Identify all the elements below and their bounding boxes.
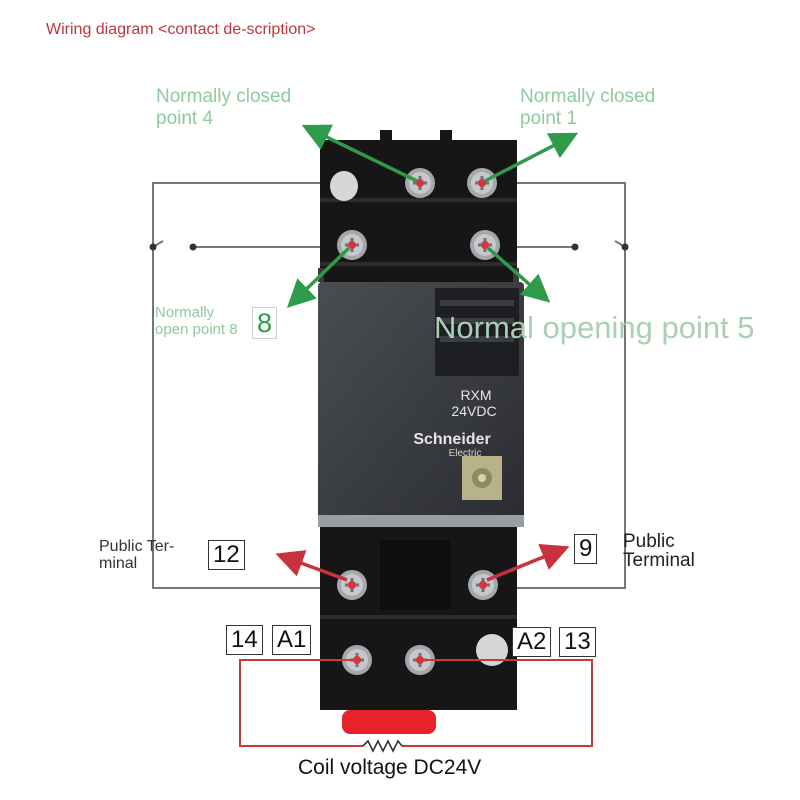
label-nc1: Normally closed point 1: [520, 86, 656, 129]
red-arrows: [275, 543, 570, 582]
label-no8: Normally open point 8: [155, 304, 238, 338]
label-public-left: Public Ter-minal: [99, 538, 175, 572]
socket-hole: [476, 634, 508, 666]
green-arrows: [286, 124, 579, 308]
label-no5: Normal opening point 5: [434, 310, 755, 345]
coil-voltage-label: Coil voltage DC24V: [298, 756, 482, 779]
label-public-right: Public Terminal: [623, 531, 695, 571]
relay-model-text: RXM: [460, 387, 491, 403]
relay-module: [318, 282, 524, 527]
coil-circuit: [239, 659, 593, 747]
contact-dots: [149, 243, 629, 251]
terminal-14-box: 14: [226, 625, 263, 655]
terminal-a1-box: A1: [272, 625, 312, 655]
label-no8-number: 8: [252, 307, 278, 339]
terminal-a2-box: A2: [512, 627, 552, 657]
relay-brand-text: Schneider: [413, 431, 490, 448]
terminal-12-box: 12: [208, 540, 245, 570]
relay-brand-sub-text: Electric: [449, 448, 482, 459]
terminal-9-box: 9: [574, 534, 598, 564]
red-release-tab: [342, 710, 436, 734]
socket-hole: [330, 171, 358, 201]
diagram-title: Wiring diagram <contact de-scription>: [46, 21, 316, 38]
resistor-icon: [362, 739, 403, 753]
label-nc4: Normally closed point 4: [156, 86, 292, 129]
relay-voltage-text: 24VDC: [451, 403, 496, 419]
terminal-13-box: 13: [559, 627, 596, 657]
